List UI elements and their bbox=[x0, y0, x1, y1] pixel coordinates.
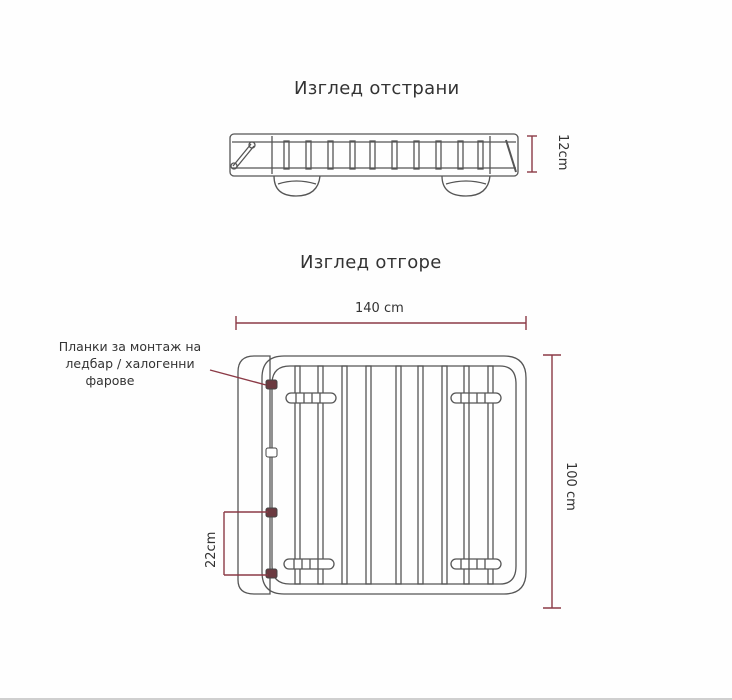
dimension-lines bbox=[209, 135, 561, 609]
callout-note: Планки за монтаж на ледбар / халогенни ф… bbox=[38, 338, 222, 389]
spacing-dimension-label: 22cm bbox=[204, 531, 219, 568]
height-dimension-label: 12cm bbox=[555, 134, 570, 171]
bottom-divider bbox=[0, 698, 732, 700]
depth-dimension-label: 100 cm bbox=[563, 462, 578, 511]
top-view-title: Изглед отгоре bbox=[300, 252, 442, 273]
callout-line-1: Планки за монтаж на bbox=[58, 339, 202, 354]
callout-line-2: ледбар / халогенни bbox=[65, 356, 195, 371]
side-view-title: Изглед отстрани bbox=[294, 78, 460, 99]
side-view-drawing bbox=[229, 133, 519, 197]
callout-line-3: фарове bbox=[85, 373, 135, 388]
led-mount-brackets bbox=[265, 379, 278, 579]
top-view-drawing bbox=[237, 355, 527, 595]
width-dimension-label: 140 cm bbox=[355, 301, 404, 316]
